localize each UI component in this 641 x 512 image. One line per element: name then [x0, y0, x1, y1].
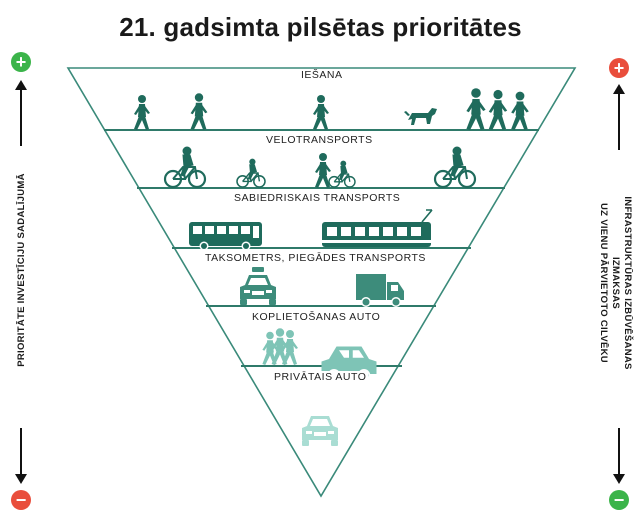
delivery-truck-icon: [356, 274, 404, 307]
private-car-icon: [302, 416, 338, 446]
walker-icon: [466, 88, 486, 131]
arrow-down-icon-right: [613, 428, 625, 484]
page-title: 21. gadsimta pilsētas prioritātes: [119, 12, 522, 42]
walker-icon: [488, 89, 508, 131]
plus-icon-left: +: [11, 52, 31, 72]
level-label-private-car: PRIVĀTAIS AUTO: [272, 371, 369, 383]
tram-icon: [322, 209, 433, 247]
level-label-public-transport: SABIEDRISKAIS TRANSPORTS: [232, 192, 403, 204]
level-label-taxi-delivery: TAKSOMETRS, PIEGĀDES TRANSPORTS: [203, 252, 428, 264]
bus-icon: [189, 222, 262, 251]
level-label-car-sharing: KOPLIETOŠANAS AUTO: [250, 311, 383, 323]
pyramid-outline: [66, 67, 577, 498]
minus-icon-left: −: [11, 490, 31, 510]
walker-icon: [313, 95, 329, 130]
arrow-up-icon-left: [15, 80, 27, 146]
level-label-cycling: VELOTRANSPORTS: [264, 134, 375, 146]
cyclist-icon: [328, 160, 356, 188]
level-label-walking: IEŠANA: [299, 69, 345, 81]
dog-icon: [404, 108, 437, 125]
arrow-up-icon-right: [613, 84, 625, 150]
cyclist-icon: [433, 145, 477, 189]
arrow-down-icon-left: [15, 428, 27, 484]
minus-icon-right: −: [609, 490, 629, 510]
cyclist-icon: [236, 158, 266, 188]
walker-icon: [134, 95, 150, 130]
walker-icon: [190, 93, 208, 131]
walker-icon: [511, 91, 529, 131]
people-group-icon: [282, 330, 298, 365]
plus-icon-right: +: [609, 58, 629, 78]
cyclist-icon: [163, 145, 207, 189]
taxi-icon: [240, 267, 276, 305]
